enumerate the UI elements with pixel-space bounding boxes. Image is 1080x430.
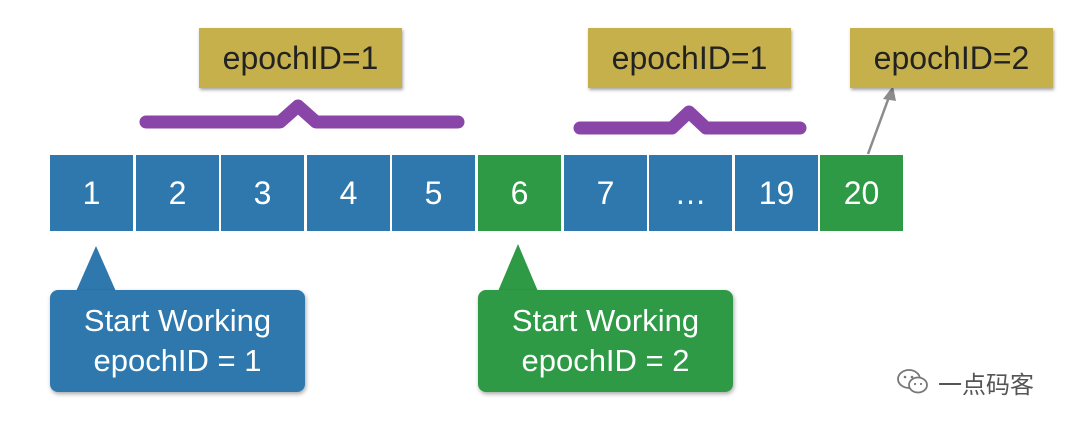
bubble-line-1: Start Working — [511, 303, 700, 338]
sequence-cell: 6 — [478, 155, 561, 231]
start-working-bubble-second: Start Working epochID = 2 — [478, 290, 733, 392]
bracket-epoch-1-first — [139, 99, 465, 129]
sequence-cell: 20 — [820, 155, 903, 231]
bubble-line-1: Start Working — [83, 303, 272, 338]
epoch-tag-first: epochID=1 — [199, 28, 402, 88]
arrow-to-epoch-2 — [866, 96, 891, 155]
bubble-line-2: epochID = 1 — [93, 343, 262, 378]
sequence-cell: 4 — [307, 155, 390, 231]
sequence-cell: 19 — [735, 155, 818, 231]
bracket-epoch-1-second — [573, 105, 807, 135]
epoch-tag-second: epochID=1 — [588, 28, 791, 88]
bubble-line-2: epochID = 2 — [521, 343, 690, 378]
bubble-pointer-second — [496, 244, 540, 296]
sequence-cell: 2 — [136, 155, 219, 231]
watermark: 一点码客 — [896, 362, 1034, 402]
sequence-cell: 7 — [564, 155, 647, 231]
sequence-cell: 1 — [50, 155, 133, 231]
bubble-pointer-first — [74, 246, 118, 296]
wechat-icon — [897, 369, 928, 394]
start-working-bubble-first: Start Working epochID = 1 — [50, 290, 305, 392]
sequence-cell: 3 — [221, 155, 304, 231]
sequence-cell: 5 — [392, 155, 475, 231]
epoch-tag-third: epochID=2 — [850, 28, 1053, 88]
watermark-text: 一点码客 — [938, 370, 1034, 399]
arrow-head — [883, 86, 896, 101]
sequence-cell: … — [649, 155, 732, 231]
